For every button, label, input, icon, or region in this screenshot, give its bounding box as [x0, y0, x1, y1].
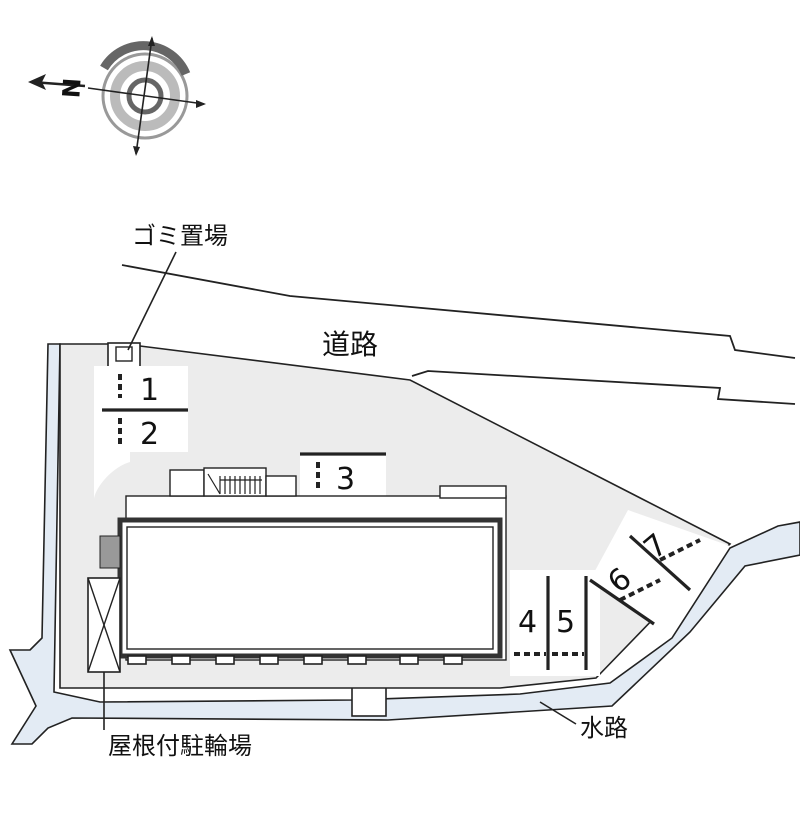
bicycle-parking-label: 屋根付駐輪場 [108, 732, 252, 760]
waterway [8, 343, 800, 745]
apartment-building [99, 467, 507, 661]
parking-space-2: 2 [140, 417, 159, 452]
parking-area-3 [300, 452, 386, 498]
parking-space-3: 3 [336, 462, 355, 497]
compass-rose-icon: N [28, 36, 206, 156]
parking-area-left [94, 366, 188, 500]
north-label: N [57, 77, 86, 99]
parking-space-1: 1 [140, 373, 159, 408]
garbage-label: ゴミ置場 [132, 222, 228, 250]
road [121, 264, 796, 405]
road-label: 道路 [322, 328, 378, 361]
parking-space-4: 4 [518, 605, 537, 640]
parking-area-right [510, 570, 600, 676]
garbage-area [107, 251, 177, 368]
balconies [127, 655, 463, 665]
parking-space-5: 5 [556, 605, 575, 640]
waterway-label: 水路 [580, 714, 628, 742]
stairs [207, 473, 262, 495]
waterway-leader [539, 701, 577, 725]
bicycle-parking [87, 577, 121, 730]
parking-area-diagonal [589, 510, 730, 626]
